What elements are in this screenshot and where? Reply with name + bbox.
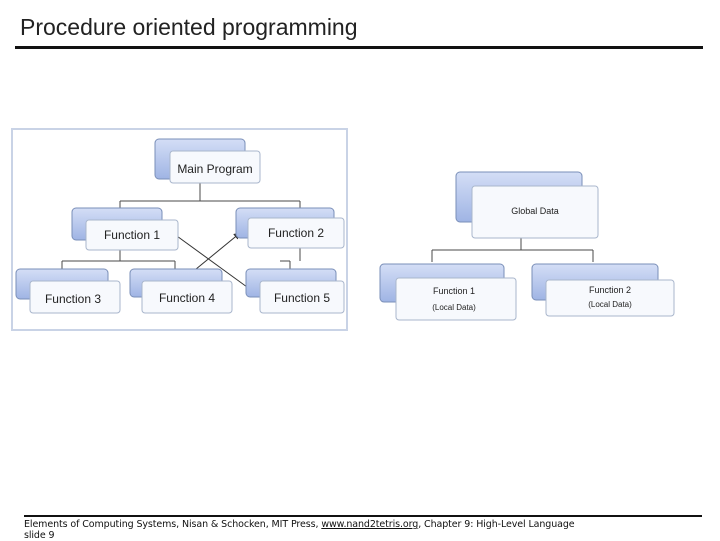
function-2-local-node: Function 2 (Local Data): [531, 263, 675, 317]
function-1-node: Function 1: [71, 207, 179, 251]
arrow-f4-to-f2: [189, 232, 241, 275]
function-4-label: Function 4: [159, 291, 215, 305]
function-2-label: Function 2: [268, 226, 324, 240]
footer-divider: [24, 515, 702, 517]
function-3-node: Function 3: [15, 268, 121, 314]
nand2tetris-link[interactable]: www.nand2tetris.org: [321, 519, 419, 530]
global-data-node: Global Data: [455, 171, 599, 239]
footer: Elements of Computing Systems, Nisan & S…: [24, 519, 575, 541]
slide-number: slide 9: [24, 530, 55, 541]
main-program-node: Main Program: [154, 138, 261, 184]
footer-citation-suffix: , Chapter 9: High-Level Language: [418, 519, 575, 530]
function-1-label: Function 1: [433, 286, 475, 296]
function-2-node: Function 2: [235, 207, 345, 249]
function-2-local-data-label: (Local Data): [588, 300, 632, 309]
main-program-label: Main Program: [177, 162, 252, 176]
connector-lines: [431, 238, 594, 262]
function-1-label: Function 1: [104, 228, 160, 242]
arrow-f1-to-f5: [169, 230, 259, 296]
title-divider: [15, 46, 703, 49]
footer-citation-prefix: Elements of Computing Systems, Nisan & S…: [24, 519, 319, 530]
function-2-label: Function 2: [589, 285, 631, 295]
footer-citation: Elements of Computing Systems, Nisan & S…: [24, 519, 575, 530]
function-4-node: Function 4: [129, 268, 233, 314]
function-3-label: Function 3: [45, 292, 101, 306]
function-1-local-node: Function 1 (Local Data): [379, 263, 517, 321]
global-data-diagram: Global Data Function 1 (Local Data) Func…: [379, 171, 675, 321]
global-data-label: Global Data: [511, 206, 559, 216]
slide-title: Procedure oriented programming: [20, 14, 358, 40]
function-1-local-data-label: (Local Data): [432, 303, 476, 312]
function-5-label: Function 5: [274, 291, 330, 305]
procedure-hierarchy-diagram: Main Program Function 1 Function 2 Funct…: [11, 128, 348, 331]
connector-lines: [61, 179, 301, 269]
function-5-node: Function 5: [245, 268, 345, 314]
